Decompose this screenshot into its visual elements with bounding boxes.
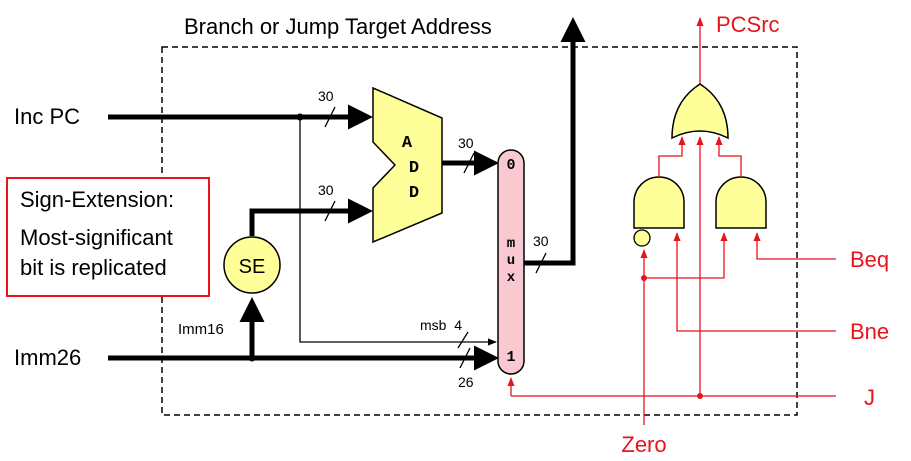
zero-inverter-bubble bbox=[633, 229, 651, 247]
diagram-title: Branch or Jump Target Address bbox=[184, 14, 492, 39]
and-bne-out-wire bbox=[658, 136, 686, 177]
or-gate bbox=[671, 83, 729, 140]
sign-extend-label: SE bbox=[239, 256, 266, 278]
and-gate-bne bbox=[633, 176, 685, 229]
j-junction bbox=[697, 393, 703, 399]
imm26-junction bbox=[248, 354, 256, 362]
adder-letter-d1: D bbox=[409, 159, 419, 178]
mux-out-width-label: 30 bbox=[533, 233, 549, 249]
and-beq-out-wire bbox=[715, 136, 742, 177]
mux-letter-m: m bbox=[507, 236, 515, 252]
note-line-2: Most-significant bbox=[20, 225, 173, 250]
inc-pc-label: Inc PC bbox=[14, 104, 80, 129]
note-line-3: bit is replicated bbox=[20, 255, 167, 280]
adder-letter-a: A bbox=[402, 134, 413, 153]
adder-block bbox=[372, 86, 443, 244]
zero-junction bbox=[641, 275, 647, 281]
msb-width-label: msb 4 bbox=[420, 317, 462, 333]
zero-to-beq-wire bbox=[644, 232, 728, 279]
sign-extend-unit bbox=[223, 236, 281, 294]
adder-letter-d2: D bbox=[409, 184, 419, 203]
target-address-wire bbox=[524, 17, 586, 266]
pcsrc-label: PCSrc bbox=[716, 12, 780, 37]
adder-out-width-label: 30 bbox=[458, 135, 474, 151]
se-out-wire bbox=[249, 198, 373, 236]
and-gate-beq bbox=[715, 176, 767, 229]
incpc-width-slash bbox=[324, 106, 336, 128]
bne-wire bbox=[673, 232, 836, 332]
note-line-1: Sign-Extension: bbox=[20, 187, 175, 212]
beq-wire bbox=[753, 232, 836, 260]
bne-label: Bne bbox=[850, 319, 889, 344]
beq-label: Beq bbox=[850, 247, 889, 272]
mux-out-width-slash bbox=[535, 252, 547, 274]
msb-width-slash bbox=[457, 331, 469, 349]
imm16-label: Imm16 bbox=[178, 321, 224, 338]
sign-extension-note: Sign-Extension: Most-significant bit is … bbox=[6, 177, 210, 297]
j-label: J bbox=[864, 385, 875, 410]
imm-width-slash bbox=[459, 347, 471, 369]
mux-letter-u: u bbox=[507, 253, 515, 269]
imm-width-label: 26 bbox=[458, 374, 474, 390]
mux-input-1: 1 bbox=[506, 349, 515, 366]
incpc-width-label: 30 bbox=[318, 88, 334, 104]
se-out-width-slash bbox=[324, 200, 336, 222]
se-out-width-label: 30 bbox=[318, 182, 334, 198]
mux-input-0: 0 bbox=[506, 157, 515, 174]
imm26-label: Imm26 bbox=[14, 345, 81, 370]
zero-label: Zero bbox=[621, 432, 666, 457]
pc-upper-bits-wire bbox=[299, 117, 497, 346]
adder-out-width-slash bbox=[463, 152, 475, 174]
mux-letter-x: x bbox=[507, 270, 516, 286]
